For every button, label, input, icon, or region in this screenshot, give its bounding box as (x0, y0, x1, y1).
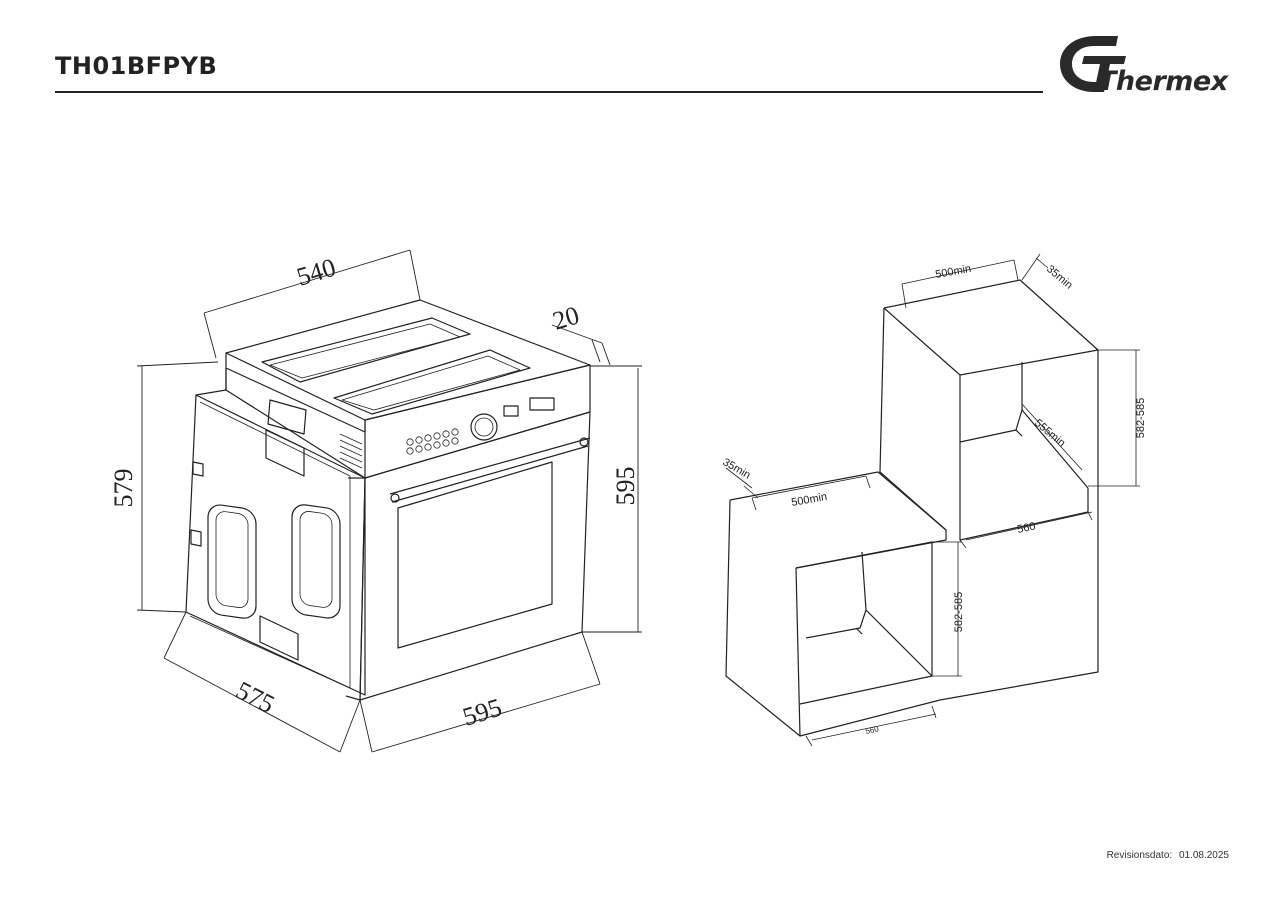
oven-knob-icon (470, 413, 498, 441)
niche-lower-height: 582-585 (953, 592, 965, 632)
page-title: TH01BFPYB (55, 52, 218, 80)
logo-t-icon (1082, 56, 1126, 92)
dim-540: 540 (293, 253, 339, 292)
oven-dimension-lines (136, 249, 642, 753)
niche-upper-depth: 555min (1032, 417, 1067, 449)
oven-side-window-1 (207, 504, 257, 619)
dim-575: 575 (231, 676, 279, 720)
niche-upper-dimension-lines (901, 253, 1140, 549)
revision-label: Revisionsdato: (1106, 850, 1173, 861)
niche-upper-top-width: 500min (934, 263, 972, 281)
niche-lower-width: 560 (865, 724, 880, 736)
oven-panel-display (267, 399, 307, 435)
niche-lower-dimension-lines (725, 467, 962, 747)
oven-side-window-2 (291, 504, 341, 619)
niche-upper-rear-gap: 35min (1044, 263, 1075, 291)
oven-top-panel-2 (333, 349, 531, 415)
niche-lower (725, 471, 947, 737)
niche-upper-height: 582-585 (1135, 398, 1147, 438)
oven-side-tab-top (265, 429, 305, 477)
dim-595-height: 595 (611, 467, 640, 506)
dim-595-width: 595 (459, 693, 505, 732)
niche-upper (879, 279, 1099, 701)
niche-lower-rear-gap: 35min (721, 456, 753, 481)
oven-side (185, 394, 366, 696)
oven-top (225, 299, 591, 421)
dim-20: 20 (549, 300, 582, 335)
oven-vent-holes (406, 428, 459, 455)
niche-upper-width: 560 (1016, 520, 1036, 536)
oven-door-handle (389, 437, 591, 503)
revision-date: Revisionsdato: 01.08.2025 (1103, 850, 1229, 861)
oven-button-icon (503, 405, 519, 417)
revision-value: 01.08.2025 (1178, 850, 1229, 861)
dim-579: 579 (109, 469, 138, 508)
niche-lower-top-width: 500min (790, 491, 828, 509)
logo-swoosh-icon (1060, 36, 1118, 92)
oven-grille (339, 433, 363, 469)
oven-door-glass (397, 461, 553, 649)
oven-drawing (185, 299, 591, 701)
oven-timer-display (529, 397, 555, 411)
logo-text: Thermex (1098, 66, 1228, 97)
header-rule (55, 91, 1043, 93)
oven-top-panel-1 (261, 317, 471, 383)
oven-side-tab-bottom (259, 615, 299, 661)
thermex-logo (1060, 36, 1126, 92)
